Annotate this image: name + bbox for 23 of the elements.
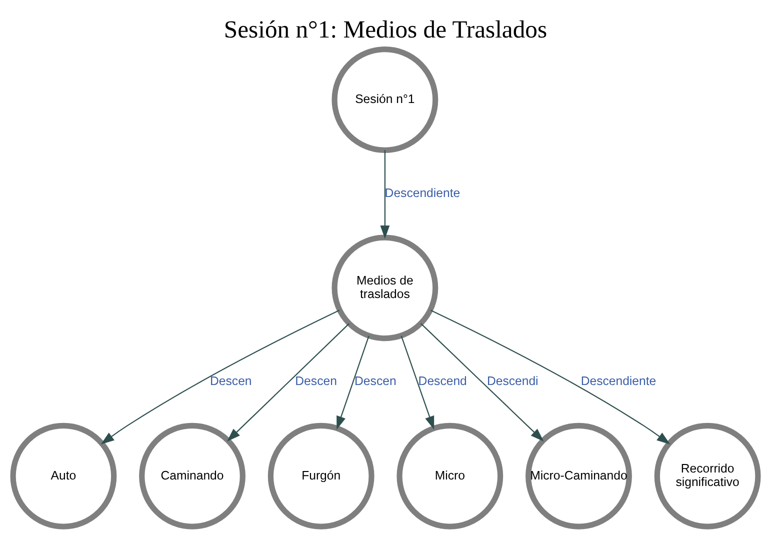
- node-circle: Auto: [10, 422, 117, 530]
- node-circle: Micro-Caminando: [526, 422, 632, 530]
- node-circle: Recorrido significativo: [654, 422, 761, 530]
- arrow: [336, 336, 370, 430]
- arrow: [226, 323, 350, 442]
- node-circle: Sesión n°1: [332, 46, 438, 153]
- arrow: [100, 310, 340, 444]
- edge-label: Descen: [210, 374, 252, 388]
- node-circle: Caminando: [139, 422, 246, 530]
- arrow: [400, 336, 434, 430]
- arrow: [430, 310, 670, 444]
- edge-label: Descendi: [486, 374, 538, 388]
- edge-label: Descendiente: [580, 374, 656, 388]
- edge-label: Descendiente: [384, 186, 460, 200]
- edge-label: Descen: [295, 374, 337, 388]
- node-circle: Micro: [396, 422, 504, 530]
- edge-label: Descen: [354, 374, 396, 388]
- node-circle: Medios de traslados: [332, 234, 438, 342]
- arrow: [380, 150, 390, 239]
- edge-label: Descend: [418, 374, 467, 388]
- arrow: [420, 323, 544, 442]
- node-circle: Furgón: [268, 422, 374, 530]
- diagram-title: Sesión n°1: Medios de Traslados: [224, 16, 548, 44]
